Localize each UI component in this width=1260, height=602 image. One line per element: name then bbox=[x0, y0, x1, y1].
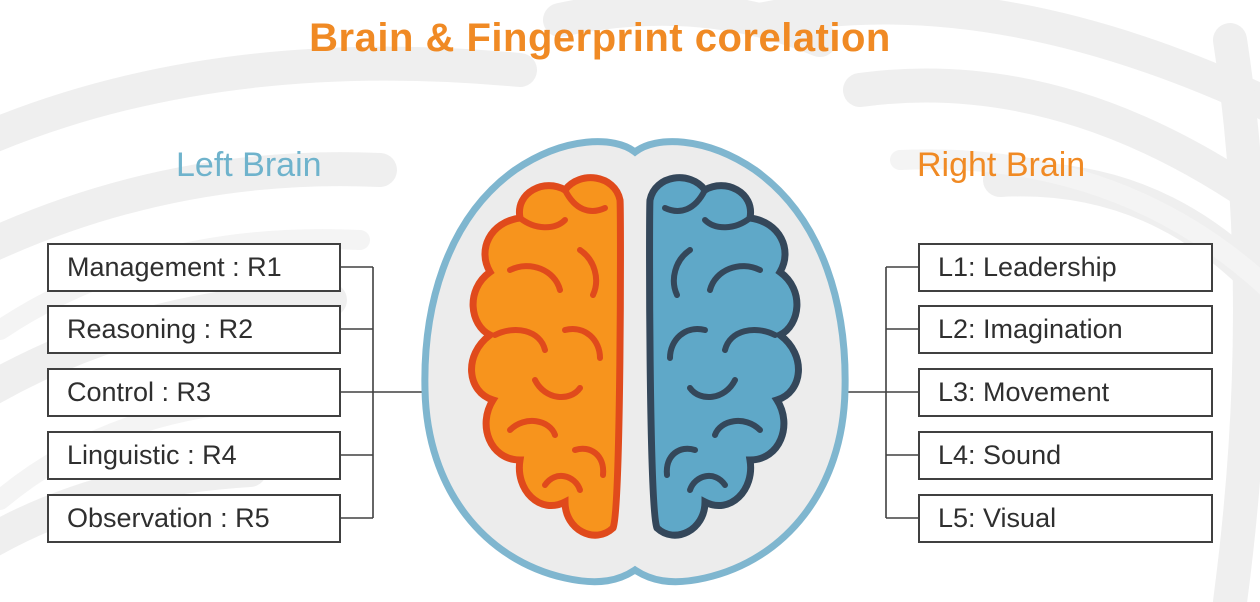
right-brain-folds bbox=[662, 187, 778, 493]
right-item-box: L3: Movement bbox=[918, 368, 1213, 417]
left-brain-folds bbox=[492, 187, 608, 493]
left-item-box: Linguistic : R4 bbox=[47, 431, 341, 480]
left-item-box: Control : R3 bbox=[47, 368, 341, 417]
brain-illustration bbox=[421, 138, 849, 586]
left-item-box: Management : R1 bbox=[47, 243, 341, 292]
left-brain-heading: Left Brain bbox=[176, 146, 322, 184]
right-brain-heading: Right Brain bbox=[917, 146, 1086, 184]
left-item-box: Reasoning : R2 bbox=[47, 305, 341, 354]
right-item-box: L2: Imagination bbox=[918, 305, 1213, 354]
right-item-box: L5: Visual bbox=[918, 494, 1213, 543]
right-item-box: L4: Sound bbox=[918, 431, 1213, 480]
left-item-box: Observation : R5 bbox=[47, 494, 341, 543]
diagram-title: Brain & Fingerprint corelation bbox=[309, 16, 891, 60]
right-item-box: L1: Leadership bbox=[918, 243, 1213, 292]
